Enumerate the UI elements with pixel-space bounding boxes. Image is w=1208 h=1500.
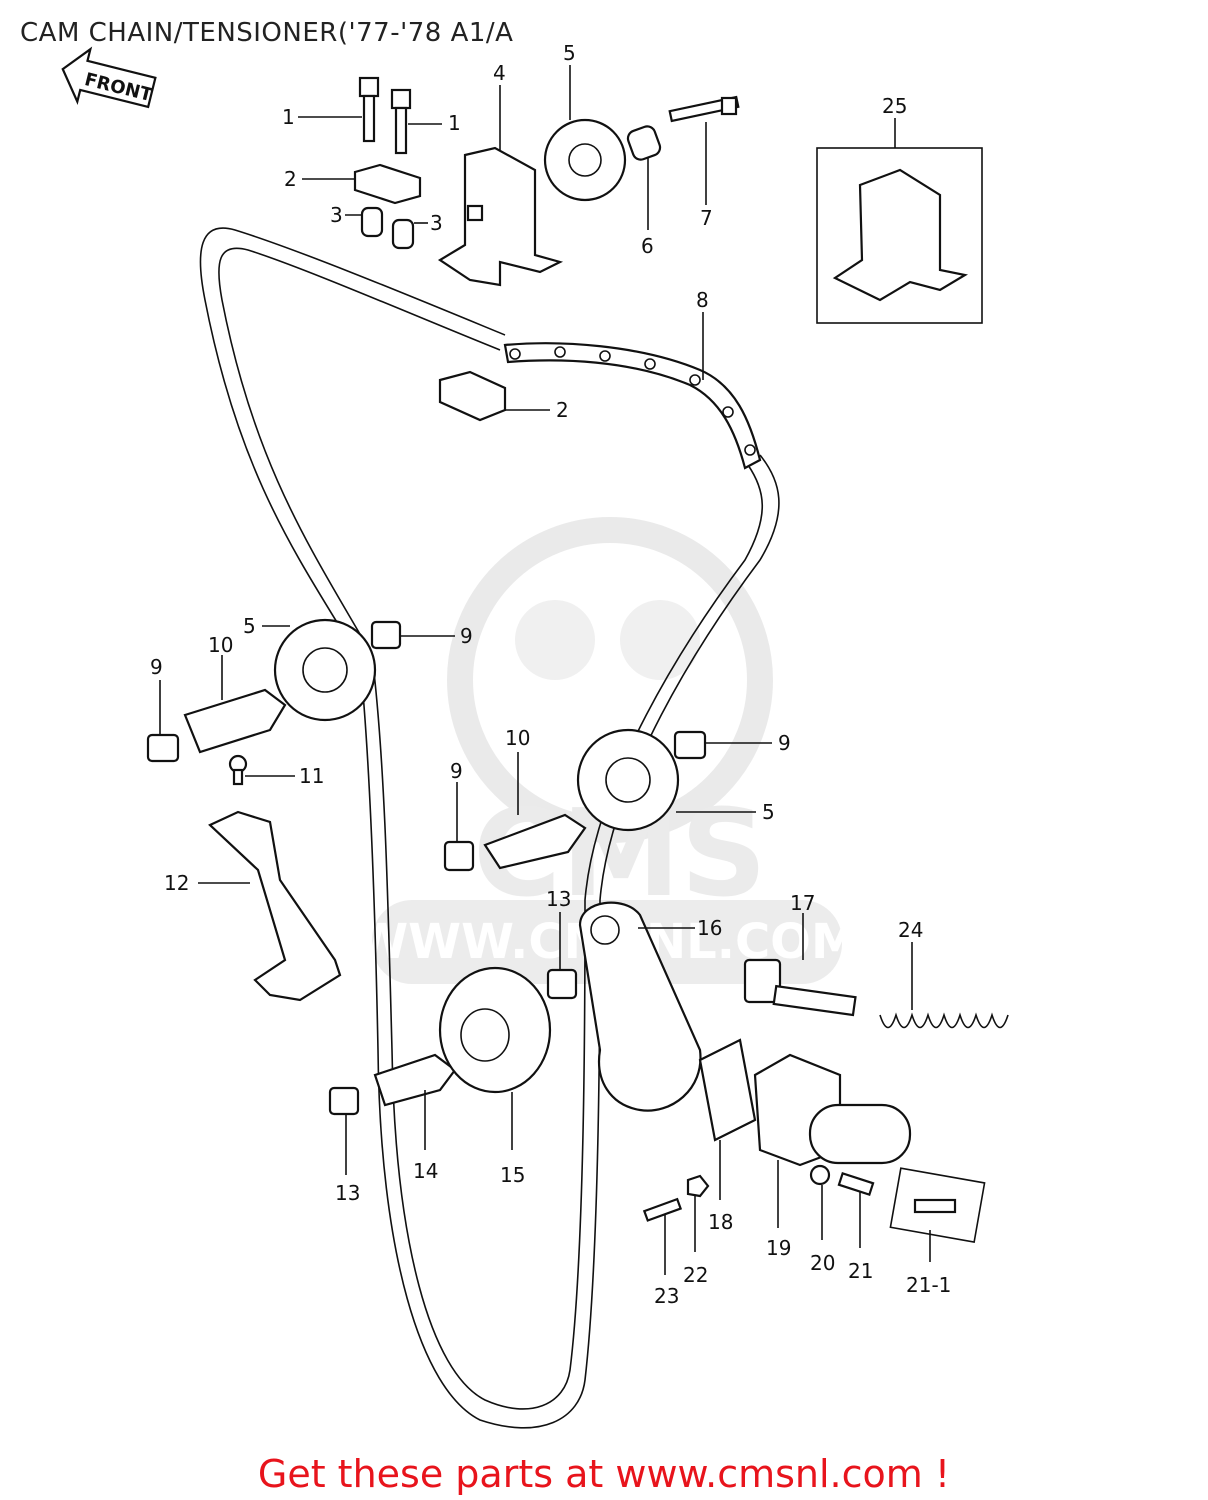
leader-lines — [159, 65, 931, 1275]
collar-3b — [391, 218, 415, 250]
callout-20: 20 — [810, 1251, 835, 1275]
callout-5b: 5 — [243, 614, 256, 638]
callout-1a: 1 — [282, 105, 295, 129]
plate-2a — [353, 163, 422, 205]
holder-14 — [373, 1053, 457, 1107]
callout-2a: 2 — [284, 167, 297, 191]
damper-9b — [146, 733, 180, 763]
spring-24 — [879, 1012, 1009, 1029]
damper-13a — [546, 968, 578, 1000]
bolt-21 — [837, 1171, 875, 1197]
damper-9c — [443, 840, 475, 872]
sprocket-5c — [576, 728, 680, 832]
callout-25: 25 — [882, 94, 907, 118]
callout-13b: 13 — [335, 1181, 360, 1205]
callout-labels: 1 1 2 2 3 3 4 5 5 5 6 7 8 9 9 9 9 10 10 … — [150, 41, 951, 1308]
callout-5a: 5 — [563, 41, 576, 65]
callout-9d: 9 — [778, 731, 791, 755]
damper-9a — [370, 620, 402, 650]
callout-4: 4 — [493, 61, 506, 85]
bracket-12 — [208, 810, 342, 1002]
bolt-1a — [358, 76, 380, 143]
bolt-23 — [642, 1197, 683, 1222]
nut-22 — [686, 1174, 710, 1198]
guide-roller-15 — [438, 966, 552, 1094]
callout-1b: 1 — [448, 111, 461, 135]
damper-13b — [328, 1086, 360, 1116]
chain-links — [503, 342, 762, 470]
callout-3b: 3 — [430, 211, 443, 235]
front-arrow-icon: FRONT — [61, 46, 157, 109]
callout-10a: 10 — [208, 633, 233, 657]
chain-guide-bracket-4 — [437, 146, 564, 287]
callout-10b: 10 — [505, 726, 530, 750]
gasket-18 — [698, 1038, 757, 1142]
callout-23: 23 — [654, 1284, 679, 1308]
bolt-1b — [390, 88, 412, 155]
plate-2b — [438, 370, 507, 422]
sprocket-5a — [543, 118, 627, 202]
callout-18: 18 — [708, 1210, 733, 1234]
shaft-7 — [668, 95, 740, 123]
tensioner-housing-19 — [753, 1053, 912, 1167]
callout-16: 16 — [697, 916, 722, 940]
callout-3a: 3 — [330, 203, 343, 227]
collar-3a — [360, 206, 384, 238]
callout-11: 11 — [299, 764, 324, 788]
callout-19: 19 — [766, 1236, 791, 1260]
callout-21: 21 — [848, 1259, 873, 1283]
callout-5c: 5 — [762, 800, 775, 824]
inset-bracket-25 — [816, 147, 983, 324]
cmsnl-link[interactable]: Get these parts at www.cmsnl.com ! — [257, 1452, 951, 1496]
holder-10a — [183, 688, 287, 754]
damper-9d — [673, 730, 707, 760]
callout-12: 12 — [164, 871, 189, 895]
callout-24: 24 — [898, 918, 923, 942]
bolt-21-1-box — [889, 1167, 986, 1243]
callout-22: 22 — [683, 1263, 708, 1287]
holder-10b — [483, 813, 587, 870]
collar-6 — [626, 125, 662, 161]
callout-17: 17 — [790, 891, 815, 915]
callout-7: 7 — [700, 206, 713, 230]
callout-6: 6 — [641, 234, 654, 258]
screw-11 — [228, 754, 248, 786]
callout-2b: 2 — [556, 398, 569, 422]
callout-21-1: 21-1 — [906, 1273, 951, 1297]
callout-13a: 13 — [546, 887, 571, 911]
push-rod-17 — [743, 958, 857, 1017]
tensioner-arm-16 — [578, 901, 702, 1112]
callout-14: 14 — [413, 1159, 438, 1183]
callout-9b: 9 — [150, 655, 163, 679]
callout-8: 8 — [696, 288, 709, 312]
callout-15: 15 — [500, 1163, 525, 1187]
callout-9a: 9 — [460, 624, 473, 648]
diagram-title: CAM CHAIN/TENSIONER('77-'78 A1/A — [20, 18, 514, 48]
sprocket-5b — [273, 618, 377, 722]
callout-9c: 9 — [450, 759, 463, 783]
washer-20 — [809, 1164, 831, 1186]
parts-diagram: CMS WWW.CMSNL.COM FRONT — [61, 41, 1009, 1429]
